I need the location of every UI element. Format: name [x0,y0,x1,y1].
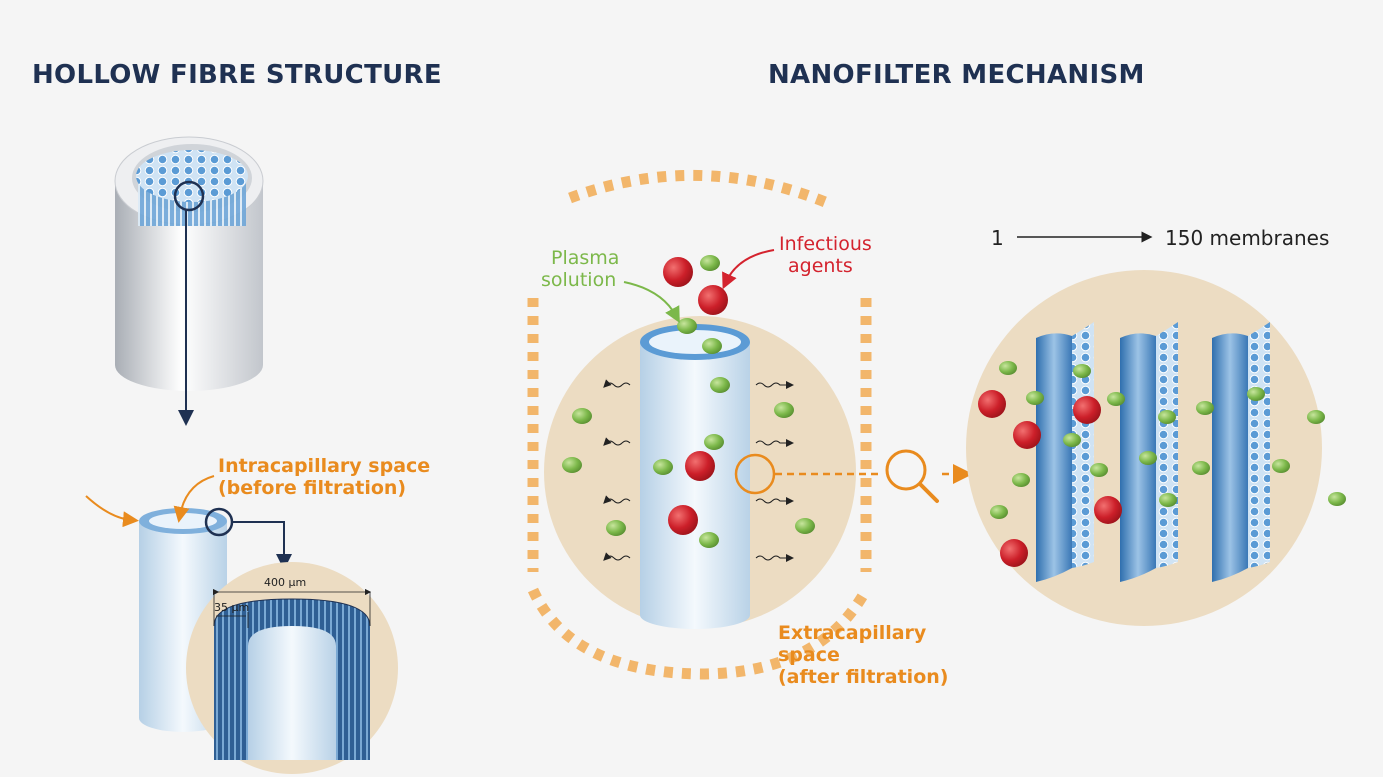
dimension-lines [212,588,372,628]
membranes-start-label: 1 [991,226,1004,250]
membrane-panel-3 [1212,322,1270,582]
plasma-label-line2: solution [541,269,617,291]
dimension-wall-label: 35 µm [214,601,250,614]
membrane-plasma-particles [990,361,1346,519]
infectious-agent-particles [663,257,728,535]
membrane-panel-1 [1036,322,1094,582]
plasma-particles [562,255,815,548]
hollow-fibre-title: HOLLOW FIBRE STRUCTURE [32,60,442,90]
plasma-label-line1: Plasma [551,247,620,269]
membrane-panels [1036,322,1270,582]
intracapillary-label-line2: (before filtration) [218,477,407,499]
magnifier-icon [885,449,939,503]
inflow-arrow [85,495,139,528]
intracapillary-label-line1: Intracapillary space [218,455,431,477]
membranes-end-label: 150 membranes [1165,226,1330,250]
intracapillary-pointer [173,475,215,523]
magnifier-connector [734,453,973,495]
dimension-outer-label: 400 µm [264,576,307,589]
infectious-pointer [722,249,775,290]
fibre-module-cylinder [114,136,264,391]
extracapillary-label-line3: (after filtration) [778,666,949,688]
membrane-panel-2 [1120,322,1178,582]
extracapillary-label-line2: space [778,644,840,666]
infectious-label-line2: agents [788,255,853,277]
fibre-wall-zoom-circle [186,562,398,774]
fibre-zoom-connector [173,180,205,426]
infectious-label-line1: Infectious [779,233,872,255]
fibre-wall-connector [204,507,292,570]
filtration-flow-arrows [603,379,794,562]
extracapillary-boundary [527,169,872,680]
membrane-infectious-particles [978,390,1122,567]
capillary-tube [640,324,750,629]
plasma-pointer [623,281,680,324]
nanofilter-title: NANOFILTER MECHANISM [768,60,1145,90]
extracapillary-label-line1: Extracapillary [778,622,927,644]
